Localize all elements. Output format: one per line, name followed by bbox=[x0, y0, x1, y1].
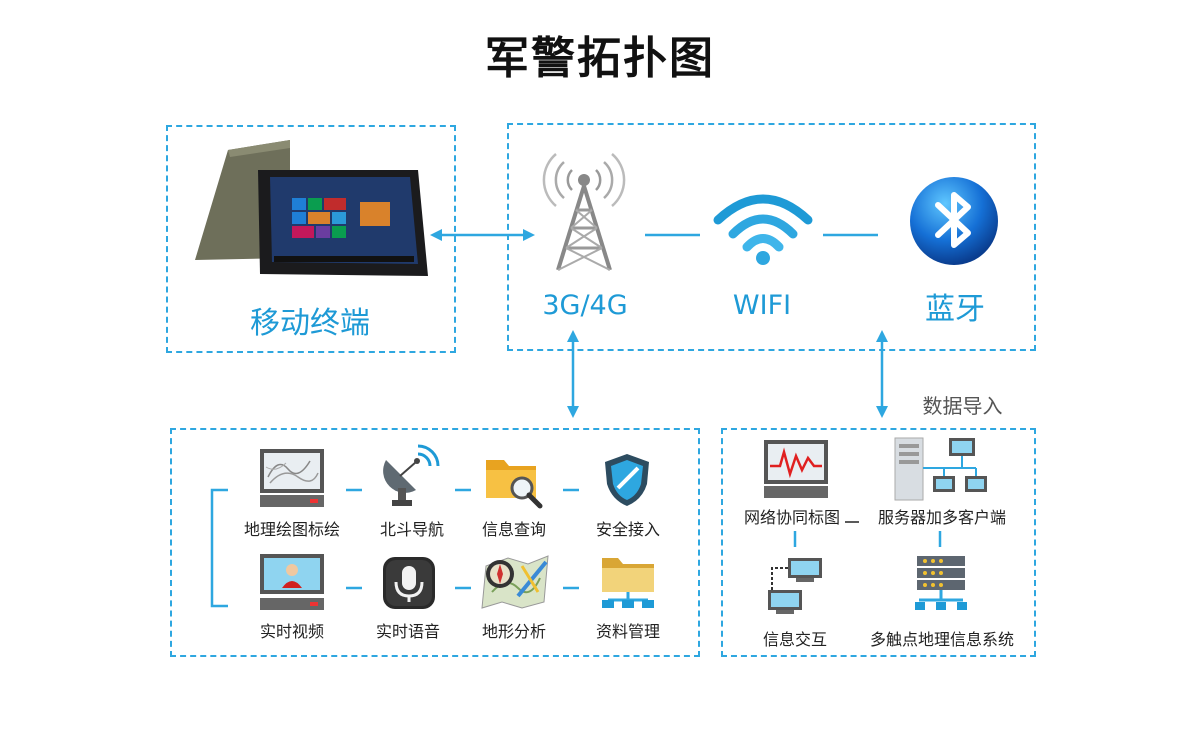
col-dash-right bbox=[938, 531, 942, 547]
wifi-label: WIFI bbox=[732, 290, 792, 321]
row1-dash-3 bbox=[563, 488, 579, 492]
network-box bbox=[507, 123, 1036, 351]
col-dash-left bbox=[793, 531, 797, 547]
functions-box bbox=[170, 428, 700, 657]
page-title: 军警拓扑图 bbox=[485, 33, 715, 84]
connector-wifi-bt bbox=[823, 233, 878, 237]
system-label-server-clients: 服务器加多客户端 bbox=[877, 508, 1006, 527]
row1-dash-1 bbox=[346, 488, 362, 492]
system-label-multitouch-gis: 多触点地理信息系统 bbox=[869, 630, 1014, 649]
cell-network-label: 3G/4G bbox=[542, 290, 628, 321]
double-arrow-horizontal bbox=[430, 229, 535, 241]
waveform-monitor-icon bbox=[764, 440, 828, 498]
function-label-data-management: 资料管理 bbox=[595, 622, 660, 641]
bluetooth-icon bbox=[910, 177, 998, 265]
folder-network-icon bbox=[602, 558, 654, 608]
mobile-terminal-box bbox=[166, 125, 456, 353]
security-shield-icon bbox=[605, 454, 649, 506]
cell-tower-icon bbox=[542, 153, 626, 271]
function-label-terrain: 地形分析 bbox=[481, 622, 546, 641]
map-drawing-monitor-icon bbox=[260, 449, 324, 507]
server-rack-network-icon bbox=[915, 556, 967, 610]
microphone-icon bbox=[383, 557, 435, 609]
double-arrow-cell-functions bbox=[567, 330, 579, 418]
function-label-info-query: 信息查询 bbox=[481, 520, 546, 539]
data-import-label: 数据导入 bbox=[922, 394, 1003, 418]
video-monitor-icon bbox=[260, 554, 324, 610]
row2-dash-3 bbox=[563, 586, 579, 590]
linked-computers-icon bbox=[768, 558, 822, 614]
satellite-dish-icon bbox=[383, 444, 440, 506]
system-label-info-exchange: 信息交互 bbox=[762, 630, 827, 649]
function-label-live-voice: 实时语音 bbox=[375, 622, 440, 641]
label-underline bbox=[845, 521, 859, 523]
row1-dash-2 bbox=[455, 488, 471, 492]
tablet-icon bbox=[195, 140, 428, 276]
function-label-secure-access: 安全接入 bbox=[595, 520, 660, 539]
row2-dash-2 bbox=[455, 586, 471, 590]
function-label-map-drawing: 地理绘图标绘 bbox=[243, 520, 340, 539]
row2-dash-1 bbox=[346, 586, 362, 590]
double-arrow-bt-systems bbox=[876, 330, 888, 418]
bluetooth-label: 蓝牙 bbox=[925, 292, 985, 327]
connector-cell-wifi bbox=[645, 233, 700, 237]
systems-box bbox=[721, 428, 1036, 657]
terrain-map-compass-icon bbox=[481, 555, 549, 609]
server-clients-icon bbox=[894, 437, 987, 501]
function-label-live-video: 实时视频 bbox=[259, 622, 324, 641]
system-label-collab-marking: 网络协同标图 bbox=[743, 508, 840, 527]
mobile-terminal-label: 移动终端 bbox=[250, 306, 370, 341]
bracket-line bbox=[210, 488, 228, 608]
wifi-icon bbox=[713, 194, 813, 265]
function-label-beidou: 北斗导航 bbox=[379, 520, 444, 539]
folder-search-icon bbox=[486, 460, 543, 509]
